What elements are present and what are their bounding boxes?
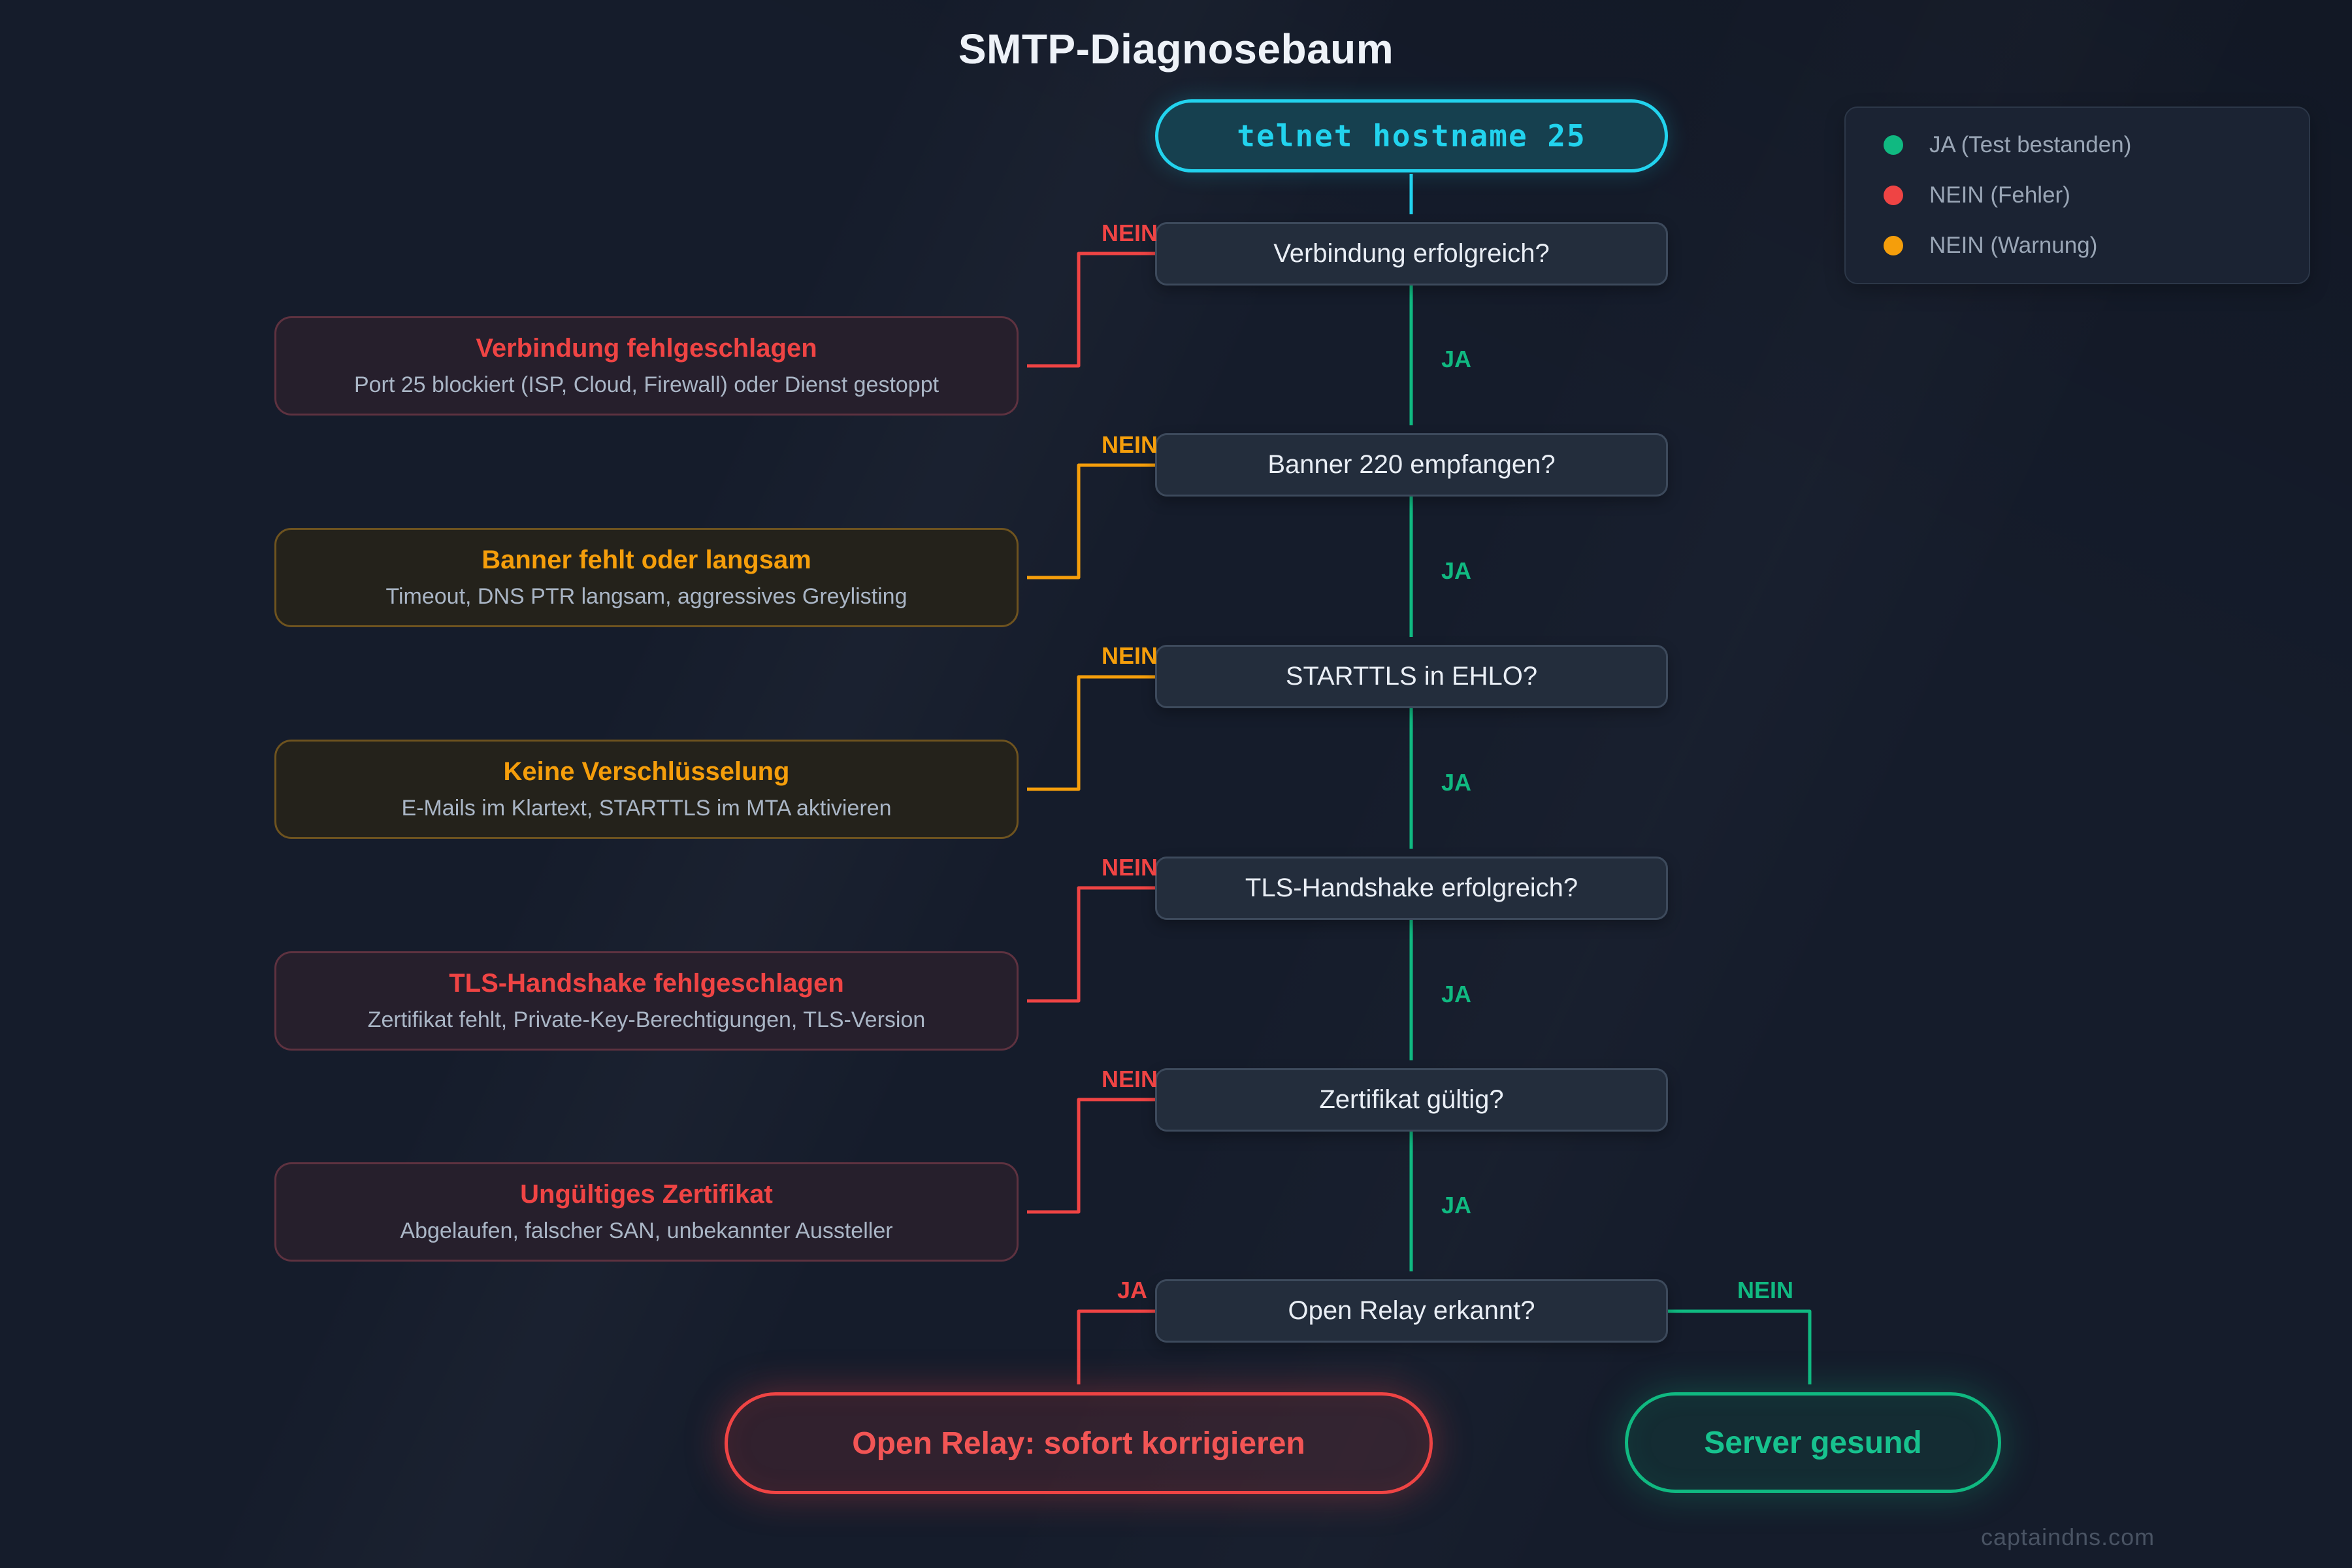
edge-no-1: [1027, 252, 1155, 368]
edge-label-no-4: NEIN: [1101, 854, 1158, 881]
failure-title: TLS-Handshake fehlgeschlagen: [449, 969, 844, 998]
legend-error-dot-icon: [1884, 186, 1903, 205]
outcome-server-healthy: Server gesund: [1625, 1392, 2001, 1493]
edge-label-no-1: NEIN: [1101, 220, 1158, 246]
edge-label-yes-3: JA: [1441, 769, 1472, 796]
decision-label: TLS-Handshake erfolgreich?: [1245, 874, 1578, 902]
edge-no-4: [1027, 886, 1155, 1003]
legend-item-pass: JA (Test bestanden): [1884, 132, 2309, 158]
failure-subtitle: Port 25 blockiert (ISP, Cloud, Firewall)…: [353, 372, 939, 397]
edge-no-5: [1027, 1098, 1155, 1214]
failure-title: Ungültiges Zertifikat: [520, 1180, 773, 1209]
outcome-bad-label: Open Relay: sofort korrigieren: [852, 1426, 1305, 1461]
decision-node-banner: Banner 220 empfangen?: [1155, 433, 1668, 497]
decision-node-open-relay: Open Relay erkannt?: [1155, 1279, 1668, 1343]
page-title: SMTP-Diagnosebaum: [958, 25, 1394, 73]
failure-box-encryption: Keine Verschlüsselung E-Mails im Klartex…: [274, 740, 1019, 839]
failure-box-certificate: Ungültiges Zertifikat Abgelaufen, falsch…: [274, 1162, 1019, 1262]
edge-no-6: [1667, 1309, 1812, 1384]
watermark: captaindns.com: [1981, 1524, 2155, 1550]
failure-subtitle: Abgelaufen, falscher SAN, unbekannter Au…: [400, 1218, 893, 1243]
legend-panel: JA (Test bestanden) NEIN (Fehler) NEIN (…: [1844, 106, 2310, 284]
edge-yes-6: [1077, 1309, 1155, 1384]
legend-pass-dot-icon: [1884, 135, 1903, 155]
failure-title: Banner fehlt oder langsam: [482, 546, 811, 574]
edge-label-yes-2: JA: [1441, 557, 1472, 584]
decision-label: Zertifikat gültig?: [1319, 1085, 1504, 1114]
decision-label: Open Relay erkannt?: [1288, 1296, 1535, 1325]
outcome-good-label: Server gesund: [1704, 1425, 1922, 1460]
decision-label: Verbindung erfolgreich?: [1273, 239, 1550, 268]
failure-box-banner: Banner fehlt oder langsam Timeout, DNS P…: [274, 528, 1019, 627]
failure-title: Keine Verschlüsselung: [503, 757, 790, 786]
edge-label-no-6: NEIN: [1737, 1277, 1794, 1303]
edge-label-yes-5: JA: [1441, 1192, 1472, 1218]
edge-no-3: [1027, 675, 1155, 791]
start-command: telnet hostname 25: [1237, 118, 1586, 154]
edge-label-no-2: NEIN: [1101, 431, 1158, 458]
legend-item-warning: NEIN (Warnung): [1884, 233, 2309, 259]
edge-label-yes-6: JA: [1117, 1277, 1148, 1303]
failure-title: Verbindung fehlgeschlagen: [476, 334, 817, 363]
decision-node-certificate: Zertifikat gültig?: [1155, 1068, 1668, 1132]
edge-label-no-5: NEIN: [1101, 1066, 1158, 1092]
edge-label-yes-4: JA: [1441, 981, 1472, 1007]
edge-no-2: [1027, 463, 1155, 580]
legend-item-error: NEIN (Fehler): [1884, 182, 2309, 208]
outcome-open-relay-fix: Open Relay: sofort korrigieren: [725, 1392, 1433, 1494]
legend-warning-label: NEIN (Warnung): [1929, 233, 2098, 258]
failure-box-tls-handshake: TLS-Handshake fehlgeschlagen Zertifikat …: [274, 951, 1019, 1051]
edge-label-yes-1: JA: [1441, 346, 1472, 372]
decision-node-starttls: STARTTLS in EHLO?: [1155, 645, 1668, 708]
failure-subtitle: E-Mails im Klartext, STARTTLS im MTA akt…: [401, 796, 892, 821]
decision-label: Banner 220 empfangen?: [1267, 450, 1556, 479]
edge-label-no-3: NEIN: [1101, 642, 1158, 669]
failure-subtitle: Timeout, DNS PTR langsam, aggressives Gr…: [385, 584, 907, 609]
legend-error-label: NEIN (Fehler): [1929, 182, 2070, 208]
failure-box-connection: Verbindung fehlgeschlagen Port 25 blocki…: [274, 316, 1019, 416]
legend-warning-dot-icon: [1884, 236, 1903, 255]
start-node: telnet hostname 25: [1155, 99, 1668, 172]
decision-node-connection: Verbindung erfolgreich?: [1155, 222, 1668, 286]
failure-subtitle: Zertifikat fehlt, Private-Key-Berechtigu…: [367, 1007, 926, 1032]
decision-node-tls-handshake: TLS-Handshake erfolgreich?: [1155, 857, 1668, 920]
legend-pass-label: JA (Test bestanden): [1929, 132, 2132, 157]
decision-label: STARTTLS in EHLO?: [1285, 662, 1538, 691]
